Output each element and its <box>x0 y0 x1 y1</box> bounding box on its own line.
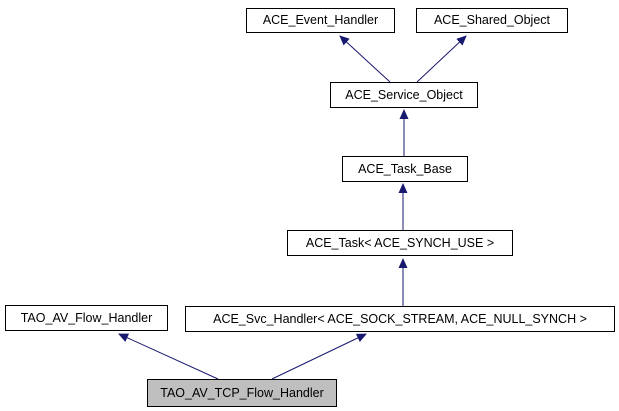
node-label: ACE_Task_Base <box>358 161 452 176</box>
edge-service-object-to-shared-object <box>416 35 467 83</box>
node-ace-svc-handler[interactable]: ACE_Svc_Handler< ACE_SOCK_STREAM, ACE_NU… <box>185 306 615 332</box>
node-ace-task[interactable]: ACE_Task< ACE_SYNCH_USE > <box>287 230 513 256</box>
node-label: TAO_AV_TCP_Flow_Handler <box>160 385 324 400</box>
node-label: ACE_Svc_Handler< ACE_SOCK_STREAM, ACE_NU… <box>213 311 587 326</box>
node-label: ACE_Shared_Object <box>433 13 551 28</box>
node-label: ACE_Event_Handler <box>262 13 379 28</box>
node-tao-av-flow-handler[interactable]: TAO_AV_Flow_Handler <box>5 305 168 331</box>
node-label: TAO_AV_Flow_Handler <box>20 310 153 325</box>
node-label: ACE_Task< ACE_SYNCH_USE > <box>305 235 495 250</box>
node-tao-av-tcp-flow-handler: TAO_AV_TCP_Flow_Handler <box>147 379 337 407</box>
node-ace-shared-object[interactable]: ACE_Shared_Object <box>416 8 568 33</box>
edge-service-object-to-event-handler <box>339 35 391 83</box>
edge-tcp-flow-handler-to-svc-handler <box>271 333 367 380</box>
node-ace-task-base[interactable]: ACE_Task_Base <box>342 156 468 182</box>
node-ace-event-handler[interactable]: ACE_Event_Handler <box>246 8 395 33</box>
node-label: ACE_Service_Object <box>345 87 463 102</box>
node-ace-service-object[interactable]: ACE_Service_Object <box>330 82 478 108</box>
edge-tcp-flow-handler-to-flow-handler <box>118 333 219 380</box>
